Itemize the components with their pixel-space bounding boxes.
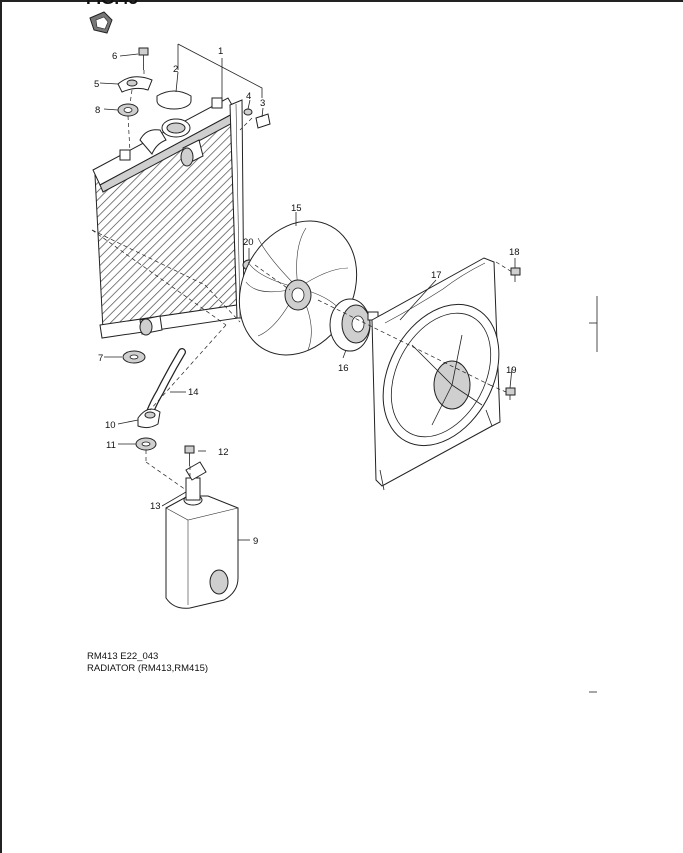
bolt-6 [138, 47, 149, 70]
leader-lines [91, 43, 516, 541]
callout-10: 10 [105, 420, 116, 431]
callout-12: 12 [218, 447, 229, 458]
cooling-fan [238, 220, 358, 356]
callout-labels: 1 2 3 4 5 6 7 8 9 10 11 12 13 14 15 16 1… [94, 46, 520, 547]
callout-18: 18 [509, 247, 520, 258]
bracket-5 [117, 76, 153, 93]
callout-11: 11 [106, 440, 116, 451]
clip-3 [255, 113, 271, 129]
callout-1: 1 [218, 46, 223, 57]
callout-4: 4 [246, 91, 251, 102]
callout-5: 5 [94, 79, 99, 90]
washer-4 [243, 108, 253, 116]
figure-label: FIG.45 [86, 0, 138, 8]
grommet-8 [117, 103, 139, 117]
fan-motor [329, 298, 379, 352]
overflow-hose [146, 348, 186, 416]
bolt-12 [184, 445, 195, 466]
callout-6: 6 [112, 51, 117, 62]
diagram-title: RADIATOR (RM413,RM415) [87, 663, 209, 674]
callout-20: 20 [243, 237, 254, 248]
callout-19: 19 [506, 365, 517, 376]
grommet-7 [122, 350, 146, 364]
clamp-10 [137, 408, 161, 429]
diagram-code: RM413 E22_043 [87, 651, 159, 662]
radiator-cap [156, 90, 192, 110]
callout-13: 13 [150, 501, 161, 512]
radiator-core [92, 97, 245, 339]
callout-17: 17 [431, 270, 442, 281]
callout-15: 15 [291, 203, 302, 214]
callout-9: 9 [253, 536, 258, 547]
callout-3: 3 [260, 98, 265, 109]
callout-7: 7 [98, 353, 103, 364]
direction-arrow-icon [89, 11, 113, 34]
callout-8: 8 [95, 105, 100, 116]
grommet-11 [135, 437, 157, 451]
fan-shroud [371, 257, 501, 491]
callout-2: 2 [173, 64, 178, 75]
bolt-18 [510, 267, 521, 282]
bolt-19 [505, 387, 516, 400]
callout-16: 16 [338, 363, 349, 374]
callout-14: 14 [188, 387, 199, 398]
page-marks [589, 296, 598, 693]
